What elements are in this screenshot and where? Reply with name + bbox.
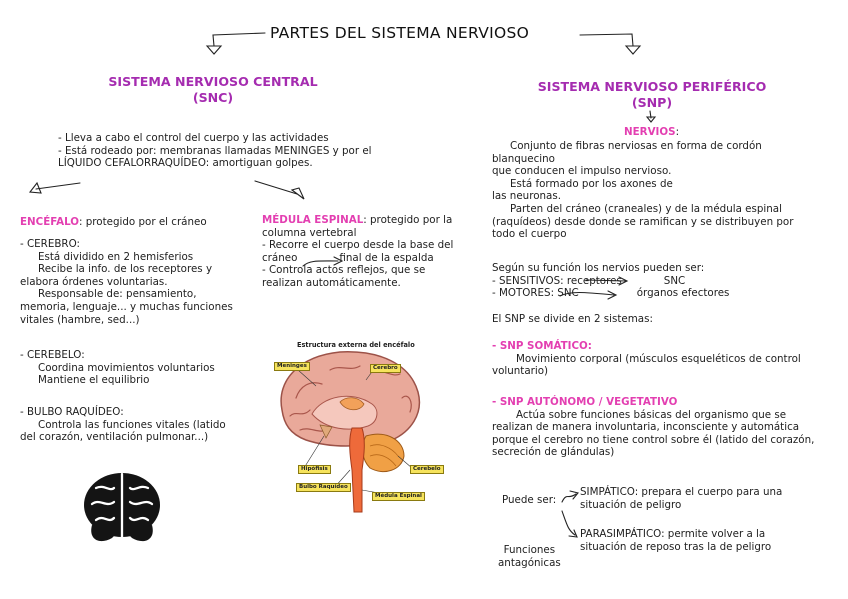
cerebro-line: Recibe la info. de los receptores y [20,263,233,276]
somatico-block: - SNP SOMÁTICO: Movimiento corporal (mús… [492,340,801,378]
page-title: PARTES DEL SISTEMA NERVIOSO [270,24,529,42]
medula-desc: : protegido por la [363,214,452,226]
snc-intro-line: - Está rodeado por: membranas llamadas M… [58,145,372,158]
somatico-line: Movimiento corporal (músculos esquelétic… [492,353,801,366]
parasimpatico-block: PARASIMPÁTICO: permite volver a la situa… [580,528,771,553]
cerebelo-title: - CEREBELO: [20,349,215,362]
diagram-label: Hipófisis [298,465,331,474]
bulbo-block: - BULBO RAQUÍDEO: Controla las funciones… [20,406,226,444]
autonomo-block: - SNP AUTÓNOMO / VEGETATIVO Actúa sobre … [492,396,814,459]
cerebro-line: Está dividido en 2 hemisferios [20,251,233,264]
medula-line: realizan automáticamente. [262,277,453,290]
snc-intro-line: LÍQUIDO CEFALORRAQUÍDEO: amortiguan golp… [58,157,372,170]
bulbo-line: Controla las funciones vitales (latido [20,419,226,432]
bulbo-line: del corazón, ventilación pulmonar...) [20,431,226,444]
diagram-label: Meninges [274,362,310,371]
cerebro-line: vitales (hambre, sed...) [20,314,233,327]
antagonicas-line: Funciones [498,544,561,557]
encefalo-desc: : protegido por el cráneo [79,216,207,228]
nervios-line: Parten del cráneo (craneales) y de la mé… [492,203,793,216]
parasimpatico-line: PARASIMPÁTICO: permite volver a la [580,528,771,541]
diagram-label: Cerebelo [410,465,444,474]
somatico-title: - SNP SOMÁTICO: [492,340,801,353]
snp-heading: SISTEMA NERVIOSO PERIFÉRICO (SNP) [528,79,776,111]
nervios-block: Conjunto de fibras nerviosas en forma de… [492,140,793,241]
diagram-label: Cerebro [370,364,401,373]
funcion-intro: Según su función los nervios pueden ser: [492,262,729,275]
funcion-block: Según su función los nervios pueden ser:… [492,262,729,300]
diagram-label: Bulbo Raquídeo [296,483,351,492]
snp-heading-line1: SISTEMA NERVIOSO PERIFÉRICO [528,79,776,95]
autonomo-line: secreción de glándulas) [492,446,814,459]
autonomo-line: porque el cerebro no tiene control sobre… [492,434,814,447]
snc-heading-line1: SISTEMA NERVIOSO CENTRAL [100,74,326,90]
nervios-line: todo el cuerpo [492,228,793,241]
cerebro-line: elabora órdenes voluntarias. [20,276,233,289]
medula-line: cráneo [262,252,297,264]
snp-divide: El SNP se divide en 2 sistemas: [492,313,653,326]
cerebro-line: memoria, lenguaje... y muchas funciones [20,301,233,314]
cerebro-block: - CEREBRO: Está dividido en 2 hemisferio… [20,238,233,326]
sensitivos-target: SNC [664,275,685,287]
motores-text: - MOTORES: SNC [492,287,579,299]
medula-line: final de la espalda [339,252,433,264]
motores-target: órganos efectores [637,287,730,299]
autonomo-title: - SNP AUTÓNOMO / VEGETATIVO [492,396,814,409]
snc-intro: - Lleva a cabo el control del cuerpo y l… [58,132,372,170]
simpatico-line: SIMPÁTICO: prepara el cuerpo para una [580,486,782,499]
autonomo-line: Actúa sobre funciones básicas del organi… [492,409,814,422]
nervios-colon: : [676,126,679,138]
snp-heading-line2: (SNP) [528,95,776,111]
antagonicas-line: antagónicas [498,557,561,570]
bulbo-title: - BULBO RAQUÍDEO: [20,406,226,419]
sensitivos-text: - SENSITIVOS: receptores [492,275,622,287]
cerebelo-line: Coordina movimientos voluntarios [20,362,215,375]
nervios-line: Está formado por los axones de [492,178,793,191]
nervios-line: las neuronas. [492,190,793,203]
diagram-label: Médula Espinal [372,492,425,501]
nervios-line: que conducen el impulso nervioso. [492,165,793,178]
snc-heading-line2: (SNC) [100,90,326,106]
medula-block: MÉDULA ESPINAL: protegido por la columna… [262,214,453,290]
medula-line: - Controla actos reflejos, que se [262,264,453,277]
medula-line: - Recorre el cuerpo desde la base del [262,239,453,252]
cerebelo-block: - CEREBELO: Coordina movimientos volunta… [20,349,215,387]
autonomo-line: realizan de manera involuntaria, inconsc… [492,421,814,434]
snc-heading: SISTEMA NERVIOSO CENTRAL (SNC) [100,74,326,106]
simpatico-block: SIMPÁTICO: prepara el cuerpo para una si… [580,486,782,511]
encefalo-title: ENCÉFALO: protegido por el cráneo [20,216,207,229]
encefalo-label: ENCÉFALO [20,216,79,228]
simpatico-line: situación de peligro [580,499,782,512]
cerebro-line: Responsable de: pensamiento, [20,288,233,301]
parasimpatico-line: situación de reposo tras la de peligro [580,541,771,554]
snc-intro-line: - Lleva a cabo el control del cuerpo y l… [58,132,372,145]
nervios-title: NERVIOS: [624,126,679,139]
cerebro-title: - CEREBRO: [20,238,233,251]
nervios-line: Conjunto de fibras nerviosas en forma de… [492,140,793,153]
nervios-line: blanquecino [492,153,793,166]
diagram-title: Estructura externa del encéfalo [297,341,415,349]
somatico-line: voluntario) [492,365,801,378]
medula-line: columna vertebral [262,227,453,240]
medula-label: MÉDULA ESPINAL [262,214,363,226]
nervios-label: NERVIOS [624,126,676,138]
puede-ser: Puede ser: [502,494,556,507]
antagonicas-note: Funciones antagónicas [498,544,561,569]
nervios-line: (raquídeos) desde donde se ramifican y s… [492,216,793,229]
cerebelo-line: Mantiene el equilibrio [20,374,215,387]
